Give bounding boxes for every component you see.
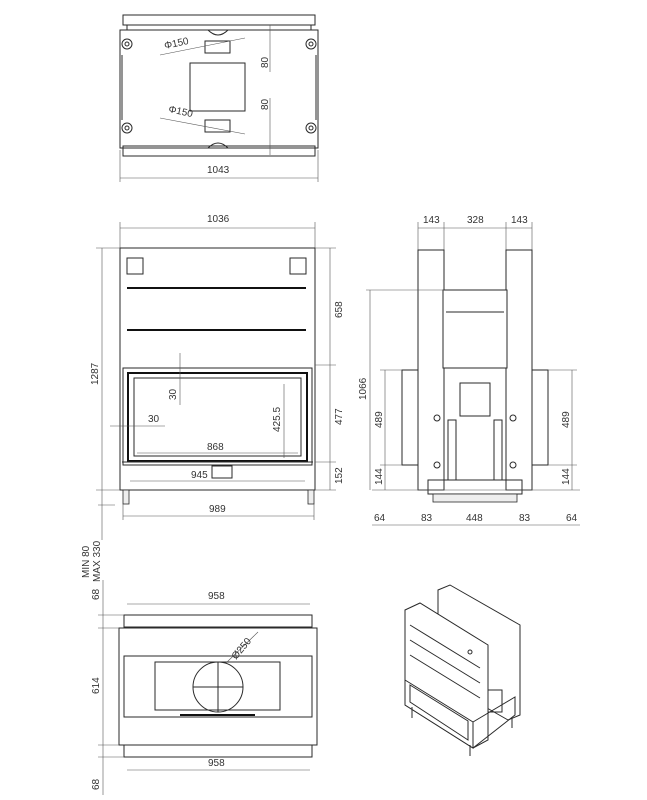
front-upper-height-label: 658: [334, 301, 345, 318]
side-bottom-label-4: 83: [519, 513, 531, 524]
side-top-right-label: 143: [511, 215, 528, 226]
side-view: 143 328 143 1066 489 144 489 144 64 83 4…: [358, 215, 580, 526]
bottom-width-bottom-label: 958: [208, 758, 225, 769]
side-top-left-label: 143: [423, 215, 440, 226]
front-leg-min-label: MIN 80: [81, 545, 92, 578]
top-offset-bottom-label: 80: [260, 98, 271, 110]
side-left-label: 489: [374, 411, 385, 428]
side-base-right-label: 144: [561, 468, 572, 485]
front-door-height-label: 477: [334, 408, 345, 425]
side-right-label: 489: [561, 411, 572, 428]
bottom-depth-label: 614: [91, 677, 102, 694]
bottom-offset-bottom-label: 68: [91, 778, 102, 790]
front-width-top-label: 1036: [207, 214, 230, 225]
top-flue-bottom-label: Φ150: [167, 104, 194, 120]
side-top-mid-label: 328: [467, 215, 484, 226]
side-base-left-label: 144: [374, 468, 385, 485]
side-bottom-label-3: 448: [466, 513, 483, 524]
front-glass-height-label: 425.5: [272, 407, 283, 432]
side-bottom-label-1: 64: [374, 513, 386, 524]
top-offset-top-label: 80: [260, 56, 271, 68]
bottom-view: 958 Ø250 958 68 614 68: [91, 580, 318, 795]
front-frame-top-label: 30: [168, 388, 179, 400]
front-base-height-label: 152: [334, 467, 345, 484]
side-bottom-label-2: 83: [421, 513, 433, 524]
side-bottom-label-5: 64: [566, 513, 578, 524]
top-width-label: 1043: [207, 165, 230, 176]
front-glass-width-label: 868: [207, 442, 224, 453]
bottom-offset-top-label: 68: [91, 588, 102, 600]
side-height-label: 1066: [358, 377, 369, 400]
isometric-view: [404, 584, 521, 756]
front-frame-left-label: 30: [148, 414, 160, 425]
front-leg-span-label: 989: [209, 504, 226, 515]
front-leg-max-label: MAX 330: [92, 540, 103, 582]
front-height-label: 1287: [90, 362, 101, 385]
top-flue-top-label: Φ150: [163, 36, 190, 52]
front-inner-width-label: 945: [191, 470, 208, 481]
front-view: 1036 30 30 425.5 868 945 989 1287 MIN 80…: [81, 214, 345, 582]
bottom-width-top-label: 958: [208, 591, 225, 602]
top-view: Φ150 Φ150 80 80 1043: [119, 14, 319, 182]
